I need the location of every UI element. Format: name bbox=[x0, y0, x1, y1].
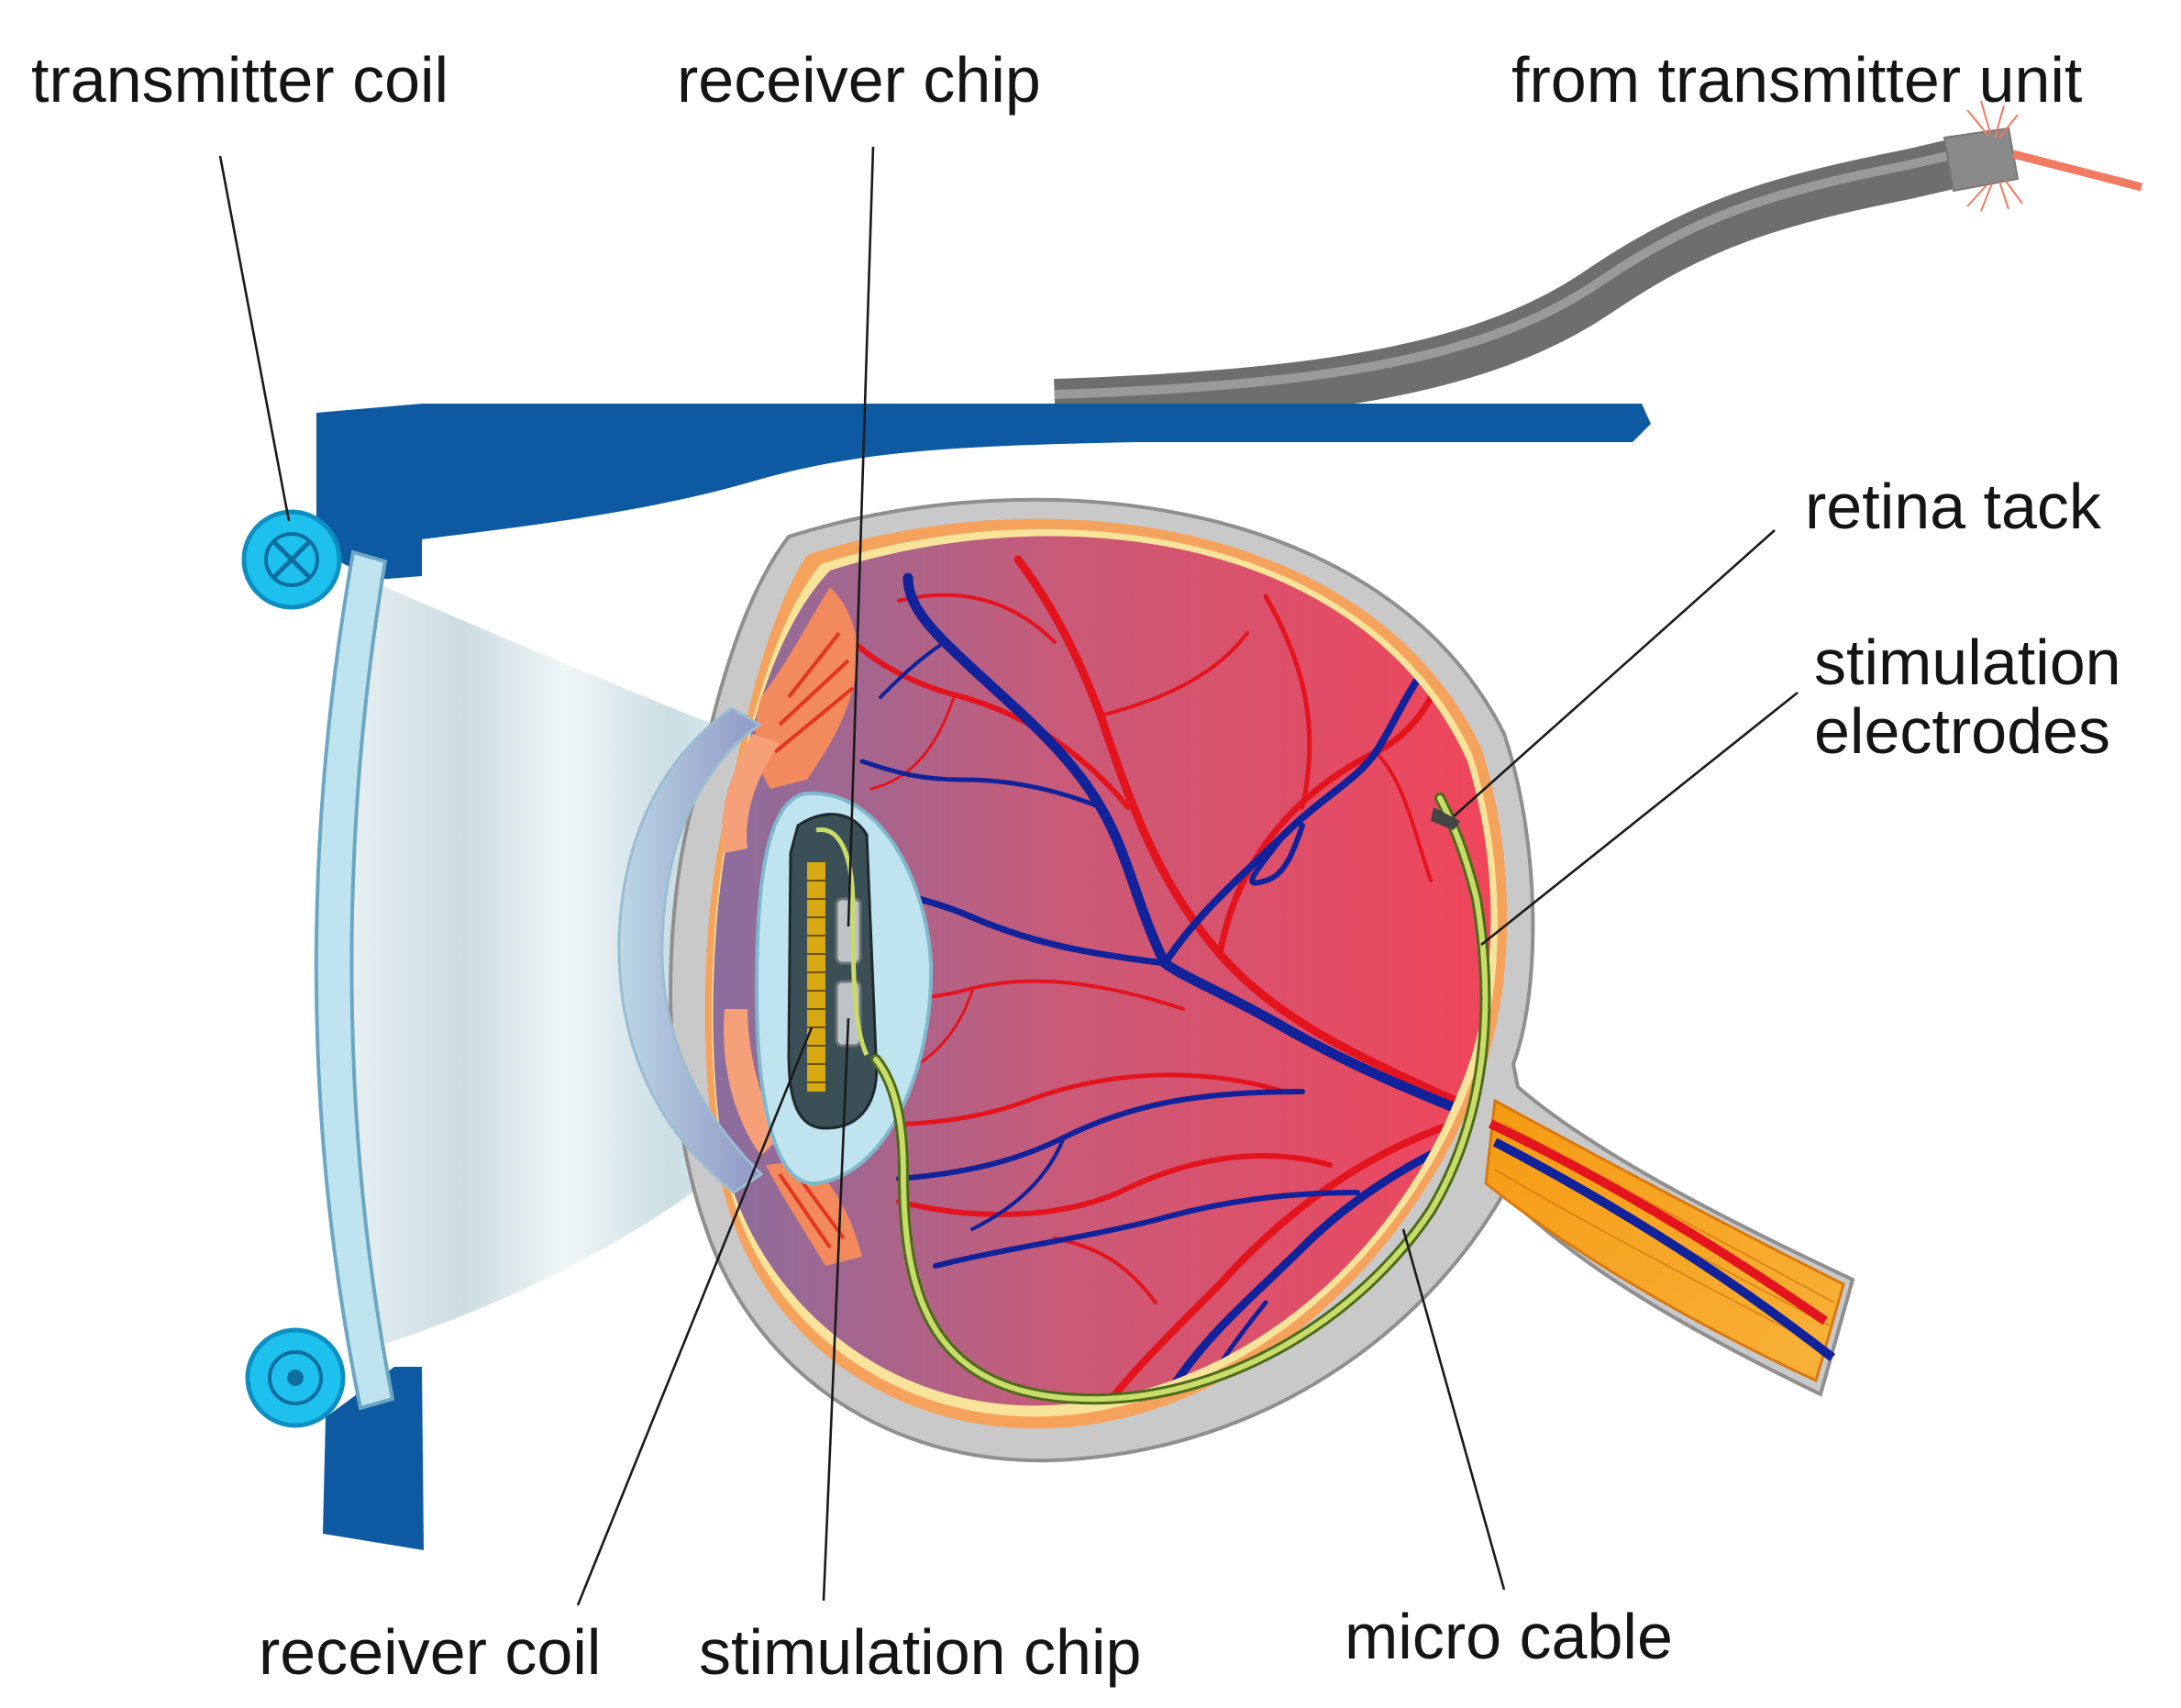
optic-artery bbox=[1488, 1119, 1828, 1325]
receiver-coil-windings bbox=[807, 862, 825, 1092]
label-transmitter-coil: transmitter coil bbox=[31, 44, 449, 116]
glasses-lens bbox=[314, 549, 395, 1411]
label-stimulation-electrodes-line1: stimulation bbox=[1814, 627, 2121, 698]
transmitter-coil-icon bbox=[241, 509, 342, 610]
leader-stimulation-chip bbox=[822, 1017, 850, 1602]
cable-end-sleeve bbox=[1943, 127, 2020, 193]
label-micro-cable: micro cable bbox=[1345, 1601, 1673, 1672]
optic-vein bbox=[1492, 1137, 1836, 1361]
label-from-transmitter-unit: from transmitter unit bbox=[1511, 44, 2083, 116]
coil-dot-icon bbox=[245, 1327, 346, 1428]
transmitter-cable-highlight bbox=[1054, 150, 1957, 399]
receiver-coil-body bbox=[787, 813, 879, 1130]
iris-top bbox=[722, 734, 780, 853]
ciliary-body-top bbox=[755, 587, 858, 789]
inner-wire bbox=[2011, 150, 2143, 192]
leader-stimulation-electrodes bbox=[1480, 691, 1799, 947]
label-receiver-coil: receiver coil bbox=[259, 1616, 602, 1688]
leader-receiver-chip bbox=[847, 146, 875, 927]
glasses-frame-bottom bbox=[323, 1367, 424, 1550]
cable-frayed-wires bbox=[1966, 100, 2023, 212]
leader-retina-tack bbox=[1453, 529, 1776, 817]
micro-cable-lead bbox=[815, 827, 869, 1057]
label-stimulation-electrodes-line2: electrodes bbox=[1814, 695, 2110, 767]
label-retina-tack: retina tack bbox=[1805, 471, 2101, 542]
leader-transmitter-coil bbox=[218, 155, 291, 522]
iris-bottom bbox=[724, 1009, 780, 1156]
veins bbox=[822, 572, 1491, 1406]
light-beam bbox=[340, 582, 752, 1348]
micro-cable-wire-fill bbox=[873, 795, 1489, 1403]
ciliary-body-top-fibers bbox=[773, 631, 855, 754]
leader-lines bbox=[218, 146, 1799, 1606]
glasses-frame-top bbox=[316, 404, 1651, 580]
receiver-coil-stripes bbox=[807, 880, 825, 1083]
label-receiver-chip: receiver chip bbox=[677, 44, 1041, 116]
leader-micro-cable bbox=[1401, 1228, 1506, 1591]
cornea bbox=[617, 706, 764, 1194]
retina-tack-icon bbox=[1431, 807, 1460, 830]
leader-receiver-coil bbox=[576, 1026, 814, 1606]
transmitter-cable bbox=[1054, 139, 1962, 428]
label-stimulation-chip: stimulation chip bbox=[699, 1616, 1142, 1688]
